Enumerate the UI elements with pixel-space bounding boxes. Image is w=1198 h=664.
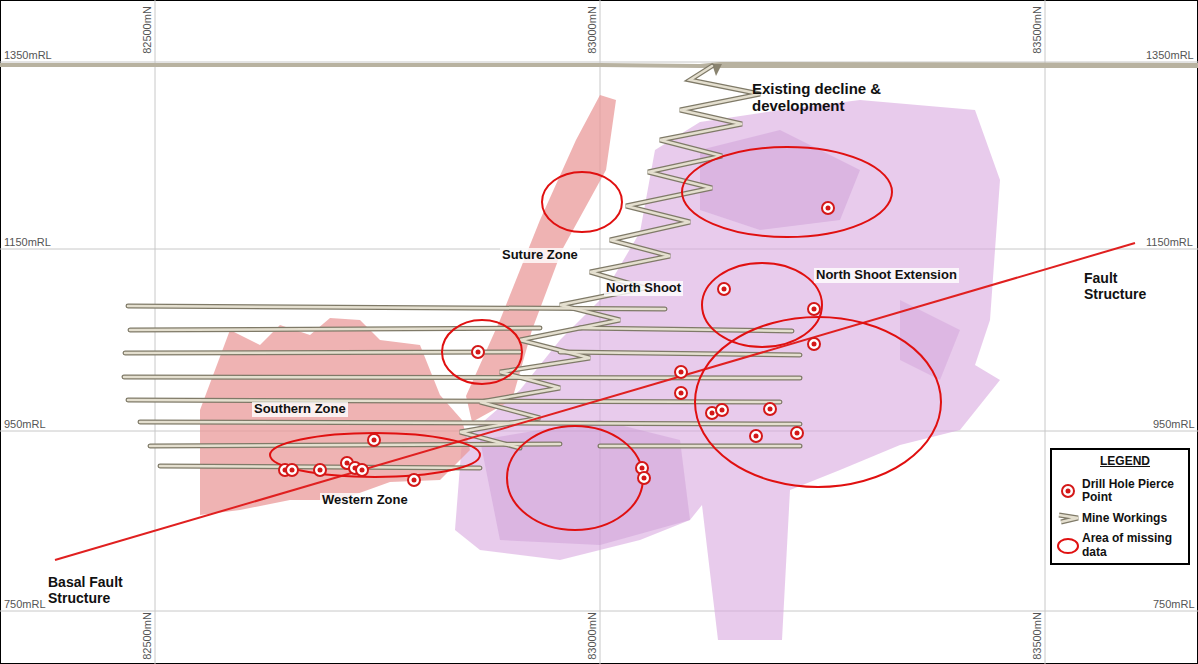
missing-data-area xyxy=(270,147,941,530)
zone-label: North Shoot xyxy=(604,281,683,296)
pierce-point xyxy=(368,434,380,446)
rl-label: 750mRL xyxy=(4,598,46,611)
legend-symbol xyxy=(1056,534,1082,558)
legend-item: Mine Workings xyxy=(1056,506,1188,530)
structure-label: Basal Fault Structure xyxy=(48,574,158,606)
northing-label: 82500mN xyxy=(141,612,154,660)
suture-zone-body xyxy=(466,95,616,422)
pierce-point xyxy=(764,403,776,415)
ore-body xyxy=(455,100,1000,640)
northing-label: 83000mN xyxy=(586,6,599,54)
mine-workings xyxy=(124,66,800,468)
pierce-point xyxy=(286,464,298,476)
pierce-point xyxy=(808,338,820,350)
fault-line xyxy=(55,243,1135,560)
legend-symbol xyxy=(1056,506,1082,530)
rl-label: 1350mRL xyxy=(4,49,52,62)
pierce-point xyxy=(472,346,484,358)
pierce-point xyxy=(408,474,420,486)
ore-body xyxy=(480,420,690,545)
zone-label: Suture Zone xyxy=(500,248,580,263)
legend-text: Drill Hole Pierce Point xyxy=(1082,478,1186,504)
rl-label: 1150mRL xyxy=(1146,236,1193,249)
legend-item: Drill Hole Pierce Point xyxy=(1056,478,1188,504)
pierce-point xyxy=(675,387,687,399)
zone-label: Existing decline & development xyxy=(752,80,902,115)
zone-label: North Shoot Extension xyxy=(814,268,959,283)
legend-item: Area of missing data xyxy=(1056,532,1188,558)
topography-surface xyxy=(0,62,1198,68)
pierce-point xyxy=(791,427,803,439)
pierce-point xyxy=(822,202,834,214)
zone-label: Southern Zone xyxy=(252,402,348,417)
legend-symbol xyxy=(1056,479,1082,503)
pierce-point xyxy=(750,430,762,442)
northing-label: 83000mN xyxy=(586,612,599,660)
ore-body xyxy=(700,130,860,230)
rl-label: 1150mRL xyxy=(4,236,51,249)
rl-label: 950mRL xyxy=(1153,418,1195,431)
structure-label: Fault Structure xyxy=(1084,270,1164,302)
pierce-point xyxy=(675,366,687,378)
northing-label: 83500mN xyxy=(1031,612,1044,660)
zone-label: Western Zone xyxy=(320,493,410,508)
legend-text: Area of missing data xyxy=(1082,532,1186,558)
pierce-point xyxy=(638,472,650,484)
northing-label: 82500mN xyxy=(141,6,154,54)
rl-label: 1350mRL xyxy=(1146,49,1194,62)
legend-text: Mine Workings xyxy=(1082,512,1186,525)
southern-zone-body xyxy=(200,318,470,515)
legend-title: LEGEND xyxy=(1100,455,1150,469)
pierce-point xyxy=(716,404,728,416)
pierce-point xyxy=(808,303,820,315)
pierce-point xyxy=(314,464,326,476)
pierce-points xyxy=(279,202,834,486)
northing-label: 83500mN xyxy=(1031,6,1044,54)
rl-label: 750mRL xyxy=(1153,598,1195,611)
pierce-point xyxy=(718,283,730,295)
pierce-point xyxy=(356,464,368,476)
rl-label: 950mRL xyxy=(4,418,46,431)
